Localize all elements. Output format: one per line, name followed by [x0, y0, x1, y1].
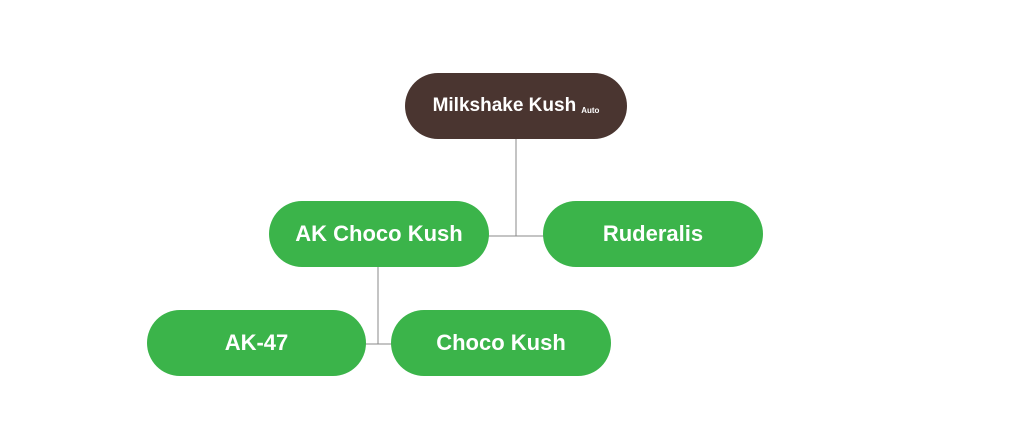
node-grandparent-2: Choco Kush: [391, 310, 611, 376]
node-parent-2-label: Ruderalis: [602, 221, 704, 246]
node-grandparent-1: AK-47: [147, 310, 366, 376]
node-parent-1-label: AK Choco Kush: [295, 221, 463, 246]
node-grandparent-2-label: Choco Kush: [436, 330, 566, 355]
node-parent-1: AK Choco Kush: [269, 201, 489, 267]
node-root-label: Milkshake Kush: [432, 95, 577, 116]
node-root-tag: Auto: [581, 105, 600, 115]
node-grandparent-1-label: AK-47: [224, 330, 289, 355]
node-root: Milkshake Kush Auto: [405, 73, 627, 139]
node-parent-2: Ruderalis: [543, 201, 763, 267]
